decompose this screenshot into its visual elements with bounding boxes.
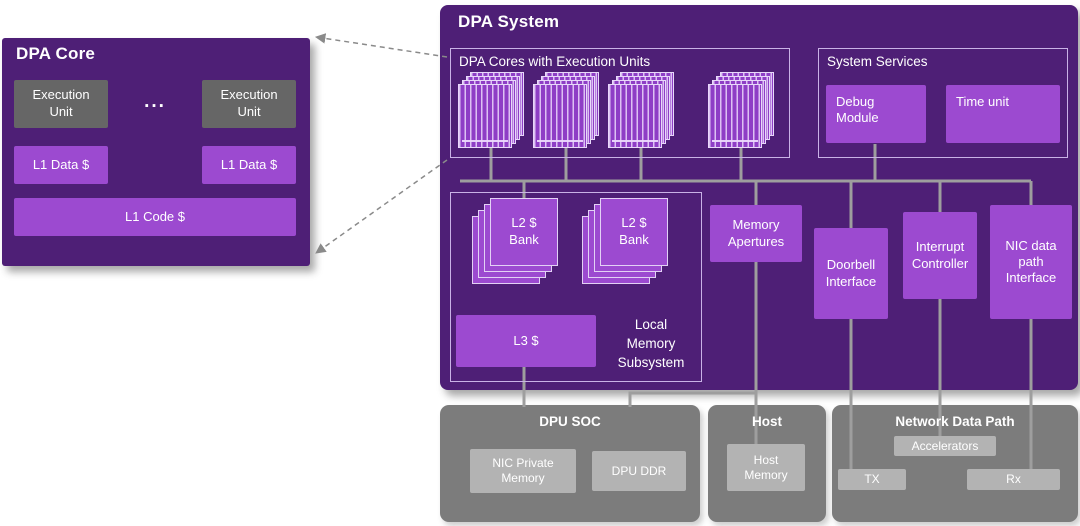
core-card [608, 84, 662, 148]
execution-unit-box: Execution Unit [14, 80, 108, 128]
core-card [458, 84, 512, 148]
nic-data-path-interface-box: NIC data path Interface [990, 205, 1072, 319]
network-data-path-title: Network Data Path [895, 414, 1015, 429]
dpa-core-title: DPA Core [16, 44, 96, 63]
l2-bank-card: L2 $ Bank [600, 198, 668, 266]
l2-bank-stack: L2 $ Bank [472, 198, 558, 284]
tx-box: TX [838, 469, 906, 490]
l2-bank-stack: L2 $ Bank [582, 198, 668, 284]
local-memory-subsystem-label: Local Memory Subsystem [617, 317, 685, 370]
system-services-group-box [818, 48, 1068, 158]
host-memory-box: Host Memory [727, 444, 805, 491]
local-memory-subsystem-box [450, 192, 702, 382]
l1-data-cache-box: L1 Data $ [14, 146, 108, 184]
dpa-system-title: DPA System [458, 12, 560, 31]
dpa-core-stack [708, 72, 774, 148]
dpa-cores-group-box [450, 48, 790, 158]
dpa-core-stack [533, 72, 599, 148]
nic-private-memory-box: NIC Private Memory [470, 449, 576, 493]
system-services-label: System Services [827, 54, 928, 69]
accelerators-box: Accelerators [894, 436, 996, 456]
zoom-callout-arrows [314, 33, 448, 254]
dpu-ddr-box: DPU DDR [592, 451, 686, 491]
network-data-path-panel [832, 405, 1078, 522]
callout-arrow-bottom [315, 159, 448, 254]
host-title: Host [752, 414, 782, 429]
dpa-cores-group-label: DPA Cores with Execution Units [459, 54, 651, 69]
execution-unit-box: Execution Unit [202, 80, 296, 128]
debug-module-box: Debug Module [826, 85, 926, 143]
doorbell-interface-box: Doorbell Interface [814, 228, 888, 319]
l2-bank-card: L2 $ Bank [490, 198, 558, 266]
l1-code-cache-box: L1 Code $ [14, 198, 296, 236]
dpu-soc-title: DPU SOC [539, 414, 601, 429]
memory-apertures-box: Memory Apertures [710, 205, 802, 262]
dpa-core-stack [458, 72, 524, 148]
rx-box: Rx [967, 469, 1060, 490]
l1-data-cache-box: L1 Data $ [202, 146, 296, 184]
interrupt-controller-box: Interrupt Controller [903, 212, 977, 299]
core-card [533, 84, 587, 148]
callout-arrow-top [314, 33, 448, 58]
core-card [708, 84, 762, 148]
dpa-core-stack [608, 72, 674, 148]
time-unit-box: Time unit [946, 85, 1060, 143]
l3-cache-box: L3 $ [456, 315, 596, 367]
more-cores-ellipsis: ... [144, 91, 166, 112]
